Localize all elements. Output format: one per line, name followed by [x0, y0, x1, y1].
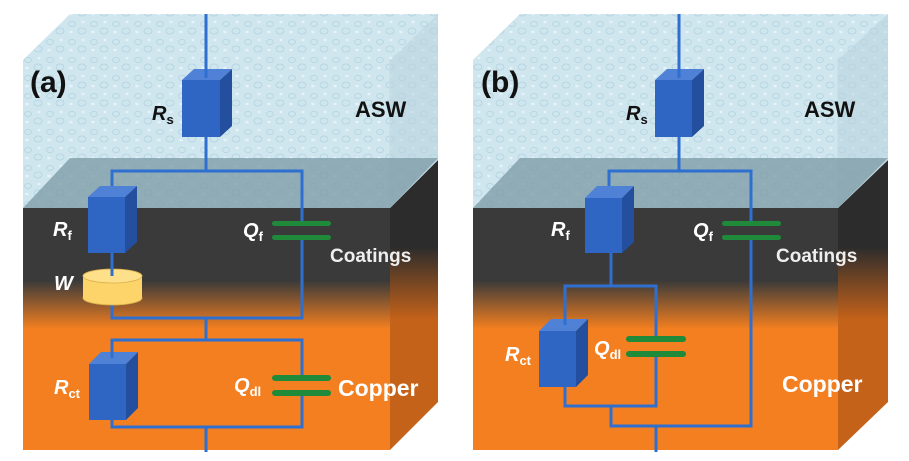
- panel-label-b: (b): [481, 66, 519, 99]
- label-qf: Qf: [243, 220, 264, 244]
- resistor-rf[interactable]: [585, 186, 634, 253]
- label-rs: Rs: [152, 103, 174, 127]
- resistor-rct[interactable]: [89, 352, 138, 420]
- label-rct: Rct: [505, 344, 532, 368]
- resistor-rs[interactable]: [182, 69, 232, 137]
- capacitor-qf[interactable]: [722, 221, 781, 240]
- label-qdl: Qdl: [234, 375, 261, 399]
- capacitor-qf[interactable]: [272, 221, 331, 240]
- coating-top-face: [473, 158, 888, 208]
- label-rs: Rs: [626, 103, 648, 127]
- label-rf: Rf: [551, 219, 570, 243]
- layer-label-electrolyte: ASW: [804, 97, 856, 122]
- label-rct: Rct: [54, 377, 81, 401]
- warburg-element[interactable]: [82, 253, 143, 306]
- capacitor-qdl[interactable]: [626, 336, 686, 357]
- substrate-side-face: [390, 160, 438, 450]
- panel-label-a: (a): [30, 66, 67, 99]
- label-w: W: [54, 273, 75, 295]
- panel-b: (b) ASW Coatings Copper Rs Rf Qf Rct Qdl: [473, 14, 888, 452]
- layer-label-metal: Copper: [782, 371, 863, 397]
- label-qf: Qf: [693, 220, 714, 244]
- label-qdl: Qdl: [594, 338, 621, 362]
- layer-label-metal: Copper: [338, 375, 419, 401]
- label-rf: Rf: [53, 219, 72, 243]
- circuit-wires: [563, 14, 753, 452]
- layer-label-coating: Coatings: [776, 246, 857, 267]
- layer-label-electrolyte: ASW: [355, 97, 407, 122]
- resistor-rct[interactable]: [539, 319, 588, 387]
- coating-top-face: [23, 158, 438, 208]
- substrate-side-face: [838, 160, 888, 450]
- layer-label-coating: Coatings: [330, 246, 411, 267]
- capacitor-qdl[interactable]: [272, 375, 331, 396]
- panel-a: (a) ASW Coatings Copper Rs Rf W Qf Rct Q…: [23, 14, 438, 452]
- resistor-rf[interactable]: [88, 186, 137, 253]
- resistor-rs[interactable]: [655, 69, 704, 137]
